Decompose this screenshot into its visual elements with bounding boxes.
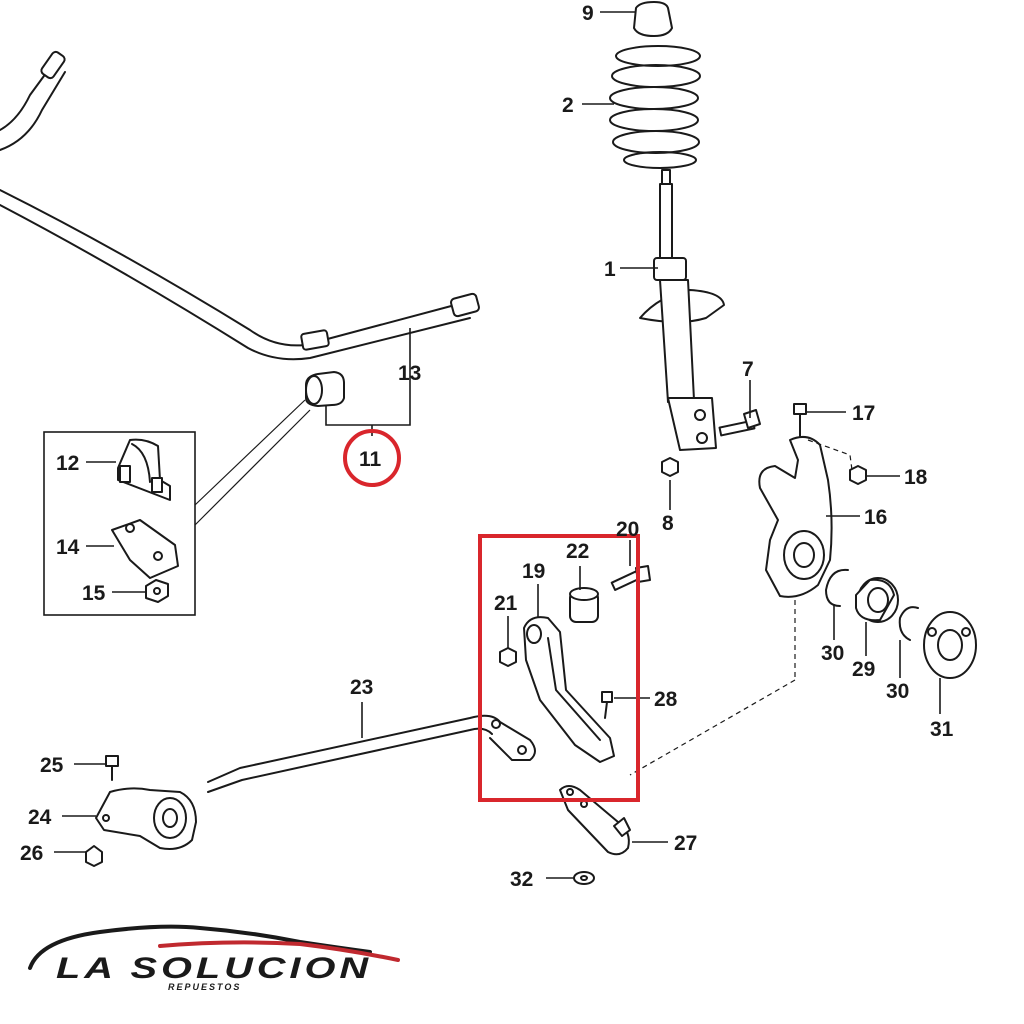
strut-bolt (718, 409, 761, 437)
part-number-29: 29 (852, 658, 875, 681)
arm-bushing (569, 587, 599, 623)
part-number-27: 27 (674, 832, 697, 855)
part-number-26: 26 (20, 842, 43, 865)
logo-tagline: REPUESTOS (168, 982, 241, 992)
strut-bump-stop (633, 1, 673, 37)
part-number-8: 8 (662, 512, 674, 535)
torsion-bar (207, 714, 536, 793)
wheel-hub (923, 611, 977, 679)
clamp-detail-inset (43, 399, 311, 616)
snap-ring-outer (898, 606, 919, 641)
part-number-21: 21 (494, 592, 518, 615)
ball-joint (559, 785, 631, 856)
part-number-9: 9 (582, 2, 594, 25)
part-number-25: 25 (40, 754, 64, 777)
part-number-2: 2 (562, 94, 574, 117)
bar-mount-bracket (95, 787, 197, 850)
arm-bolt-28 (601, 691, 613, 719)
arm-bolt-20 (610, 565, 651, 591)
part-number-14: 14 (56, 536, 80, 559)
shock-absorber (639, 169, 725, 451)
part-number-28: 28 (654, 688, 678, 711)
ball-joint-nut (573, 871, 595, 885)
part-number-7: 7 (742, 358, 754, 381)
part-number-20: 20 (616, 518, 639, 541)
bar-bushing (305, 371, 345, 407)
part-number-32: 32 (510, 868, 533, 891)
knuckle-bolt (793, 403, 807, 437)
part-number-15: 15 (82, 582, 106, 605)
part-11-highlight-circle (343, 429, 401, 487)
coil-spring (609, 45, 701, 169)
arm-nut-21 (499, 647, 517, 667)
part-number-30-inner: 30 (821, 642, 844, 665)
part-number-31: 31 (930, 718, 954, 741)
part-number-13: 13 (398, 362, 421, 385)
part-number-1: 1 (604, 258, 616, 281)
snap-ring-inner (825, 568, 849, 607)
strut-nut (661, 457, 679, 477)
control-arm-highlight-box (478, 534, 640, 802)
steering-knuckle (758, 435, 833, 598)
knuckle-nut (849, 465, 867, 485)
part-number-24: 24 (28, 806, 52, 829)
part-number-19: 19 (522, 560, 545, 583)
la-solucion-logo: LA SOLUCION REPUESTOS (28, 924, 400, 992)
part-number-12: 12 (56, 452, 79, 475)
part-number-16: 16 (864, 506, 887, 529)
part-number-18: 18 (904, 466, 928, 489)
part-number-22: 22 (566, 540, 589, 563)
control-arm (523, 616, 615, 763)
stabilizer-bar (0, 50, 480, 361)
part-number-30-outer: 30 (886, 680, 909, 703)
wheel-bearing (855, 577, 899, 623)
part-number-23: 23 (350, 676, 373, 699)
part-number-17: 17 (852, 402, 875, 425)
mount-nut-26 (85, 845, 103, 867)
mount-bolt-25 (105, 755, 119, 781)
logo-name: LA SOLUCION (56, 952, 372, 985)
part-number-11: 11 (359, 448, 382, 471)
